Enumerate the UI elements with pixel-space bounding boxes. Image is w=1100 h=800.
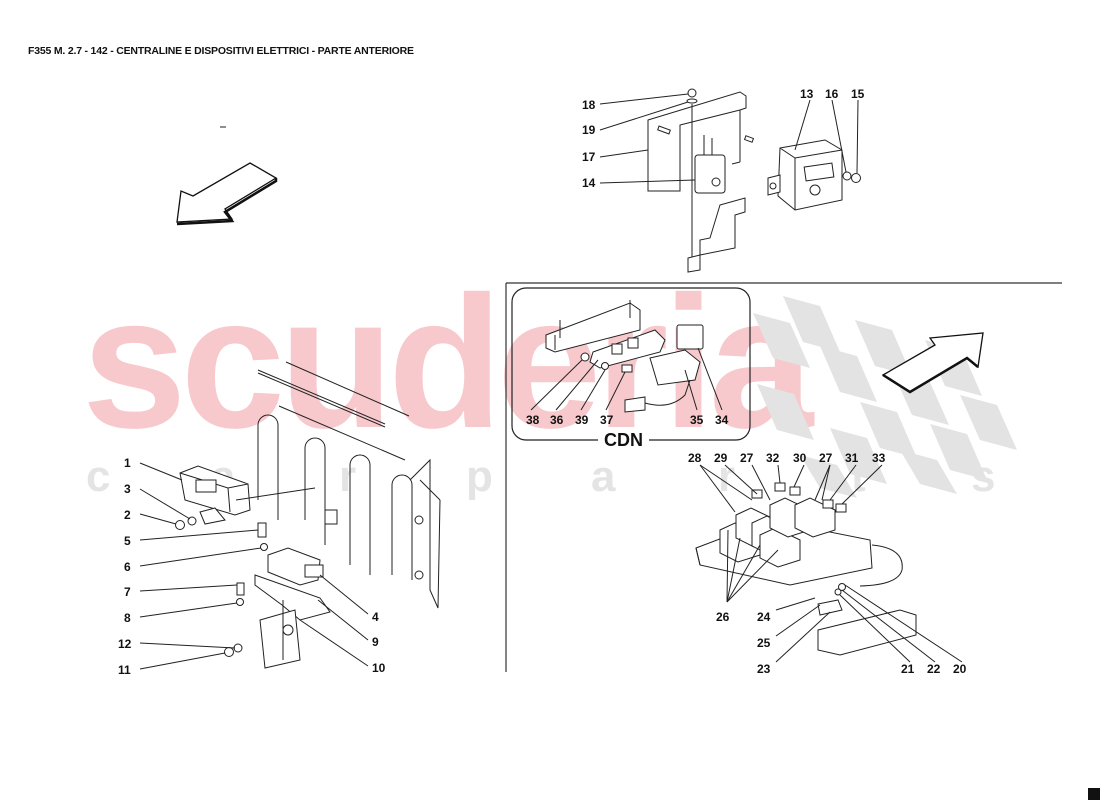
callout-5: 5 [124, 534, 131, 548]
callout-20: 20 [953, 662, 967, 676]
callout-27b: 27 [819, 451, 833, 465]
callout-35: 35 [690, 413, 704, 427]
callout-14: 14 [582, 176, 596, 190]
callout-17: 17 [582, 150, 596, 164]
callout-36: 36 [550, 413, 564, 427]
callout-1: 1 [124, 456, 131, 470]
callout-16: 16 [825, 87, 839, 101]
callout-21: 21 [901, 662, 915, 676]
callout-12: 12 [118, 637, 132, 651]
callout-9: 9 [372, 635, 379, 649]
callout-22: 22 [927, 662, 941, 676]
callout-38: 38 [526, 413, 540, 427]
callout-4: 4 [372, 610, 379, 624]
callout-26: 26 [716, 610, 730, 624]
callout-19: 19 [582, 123, 596, 137]
callout-18: 18 [582, 98, 596, 112]
cdn-inset-label: CDN [598, 430, 649, 451]
callout-37: 37 [600, 413, 614, 427]
callout-7: 7 [124, 585, 131, 599]
callout-8: 8 [124, 611, 131, 625]
page-title: F355 M. 2.7 - 142 - CENTRALINE E DISPOSI… [28, 45, 414, 57]
callout-23: 23 [757, 662, 771, 676]
callout-30: 30 [793, 451, 807, 465]
callout-28: 28 [688, 451, 702, 465]
callout-24: 24 [757, 610, 771, 624]
callout-2: 2 [124, 508, 131, 522]
callout-25: 25 [757, 636, 771, 650]
callout-27: 27 [740, 451, 754, 465]
callout-34: 34 [715, 413, 729, 427]
callout-11: 11 [118, 663, 131, 677]
callout-33: 33 [872, 451, 886, 465]
checkered-flag-icon [753, 296, 1017, 498]
callout-31: 31 [845, 451, 859, 465]
direction-arrow-down-left-icon [176, 162, 278, 226]
callout-10: 10 [372, 661, 386, 675]
direction-arrow-up-right-icon [881, 332, 984, 394]
callout-13: 13 [800, 87, 814, 101]
callout-39: 39 [575, 413, 589, 427]
callout-3: 3 [124, 482, 131, 496]
callout-6: 6 [124, 560, 131, 574]
callout-15: 15 [851, 87, 865, 101]
callout-32: 32 [766, 451, 780, 465]
corner-mark [1088, 788, 1100, 800]
callout-29: 29 [714, 451, 728, 465]
